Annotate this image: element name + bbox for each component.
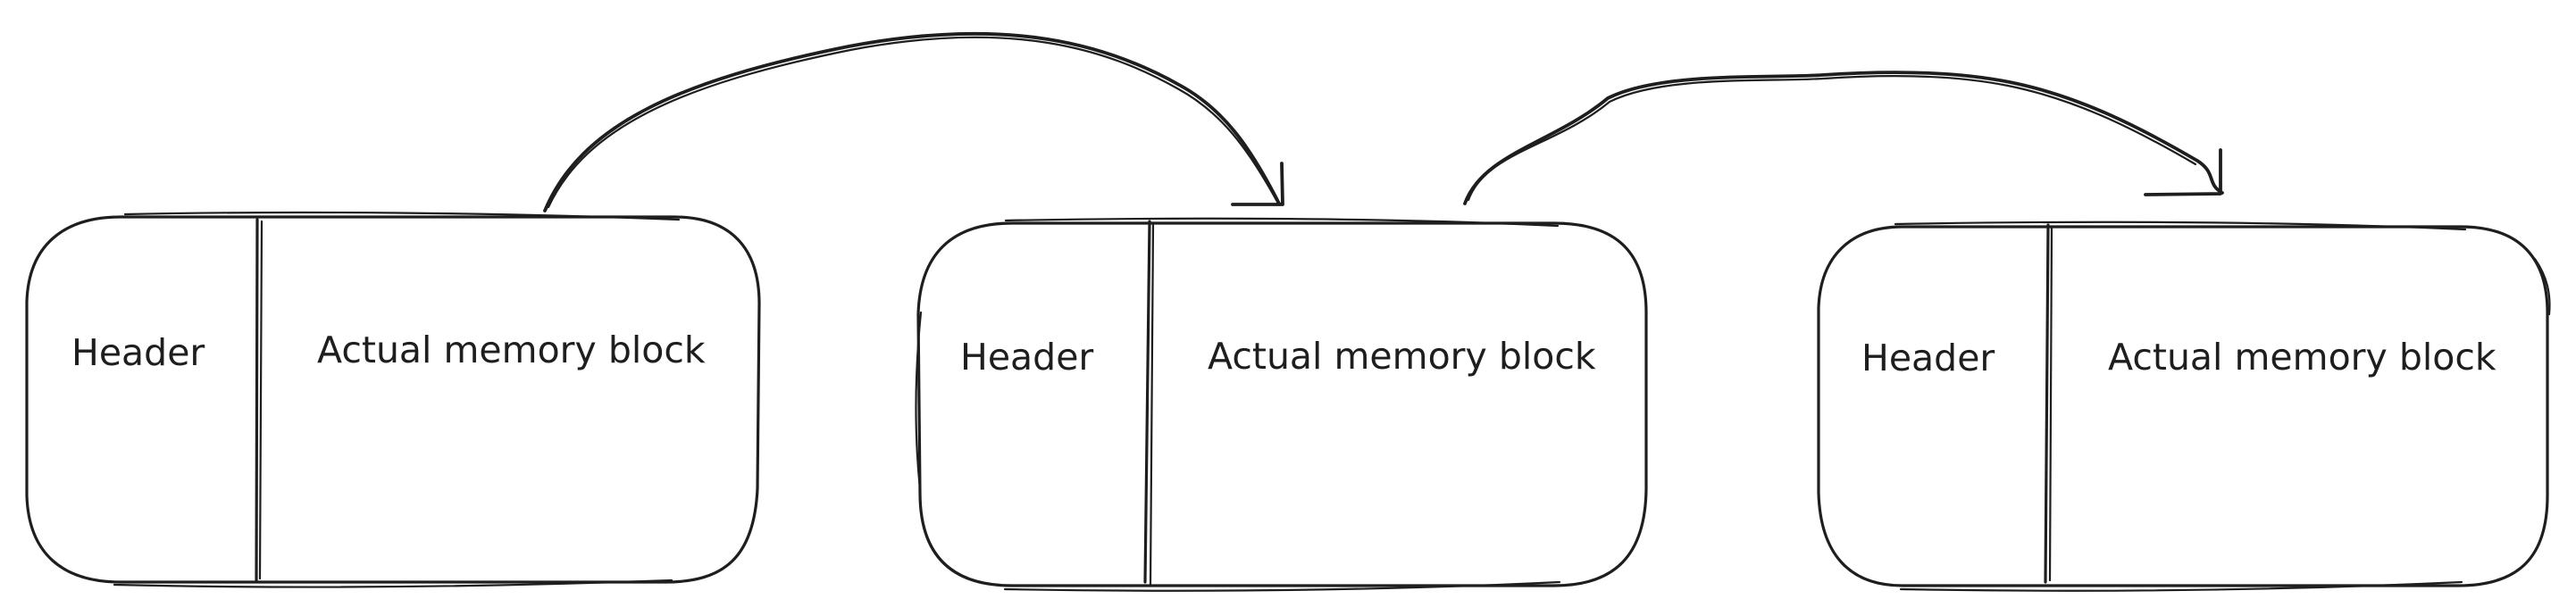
memory-block-2-divider — [1143, 220, 1151, 584]
memory-block-2-divider-sketch — [1149, 221, 1155, 586]
memory-block-1-body-label: Actual memory block — [317, 329, 706, 371]
memory-block-1: Header Actual memory block — [25, 211, 761, 588]
memory-block-3-divider-sketch — [2048, 225, 2053, 582]
memory-block-2: Header Actual memory block — [915, 217, 1648, 592]
arrow-block1-to-block2-shaft — [543, 31, 1281, 212]
memory-block-3-header-label: Header — [1861, 337, 1995, 379]
memory-block-2-header-label: Header — [960, 336, 1093, 379]
arrow-block2-to-block3-shaft-sketch — [1467, 75, 2197, 202]
arrow-block1-to-block2-head — [1231, 162, 1284, 206]
arrow-block1-to-block2 — [543, 31, 1284, 212]
arrow-block2-to-block3-shaft — [1463, 71, 2224, 205]
arrow-block2-to-block3 — [1463, 71, 2224, 205]
memory-block-1-divider-sketch — [258, 220, 263, 580]
memory-block-1-outline-sketch — [113, 211, 681, 588]
memory-block-2-outline — [916, 221, 1648, 587]
memory-block-1-outline — [25, 215, 761, 584]
memory-block-1-header-label: Header — [71, 331, 205, 374]
arrow-block2-to-block3-head — [2144, 148, 2222, 196]
memory-block-2-body-label: Actual memory block — [1208, 335, 1596, 378]
memory-block-3-outline-sketch — [1894, 221, 2551, 592]
memory-block-3-divider — [2044, 223, 2050, 584]
memory-block-1-divider — [255, 218, 259, 582]
memory-block-3-outline — [1817, 225, 2549, 587]
memory-block-3: Header Actual memory block — [1817, 221, 2551, 592]
arrow-block1-to-block2-shaft-sketch — [547, 36, 1279, 209]
memory-block-3-body-label: Actual memory block — [2108, 336, 2497, 379]
memory-block-2-outline-sketch — [915, 217, 1561, 592]
